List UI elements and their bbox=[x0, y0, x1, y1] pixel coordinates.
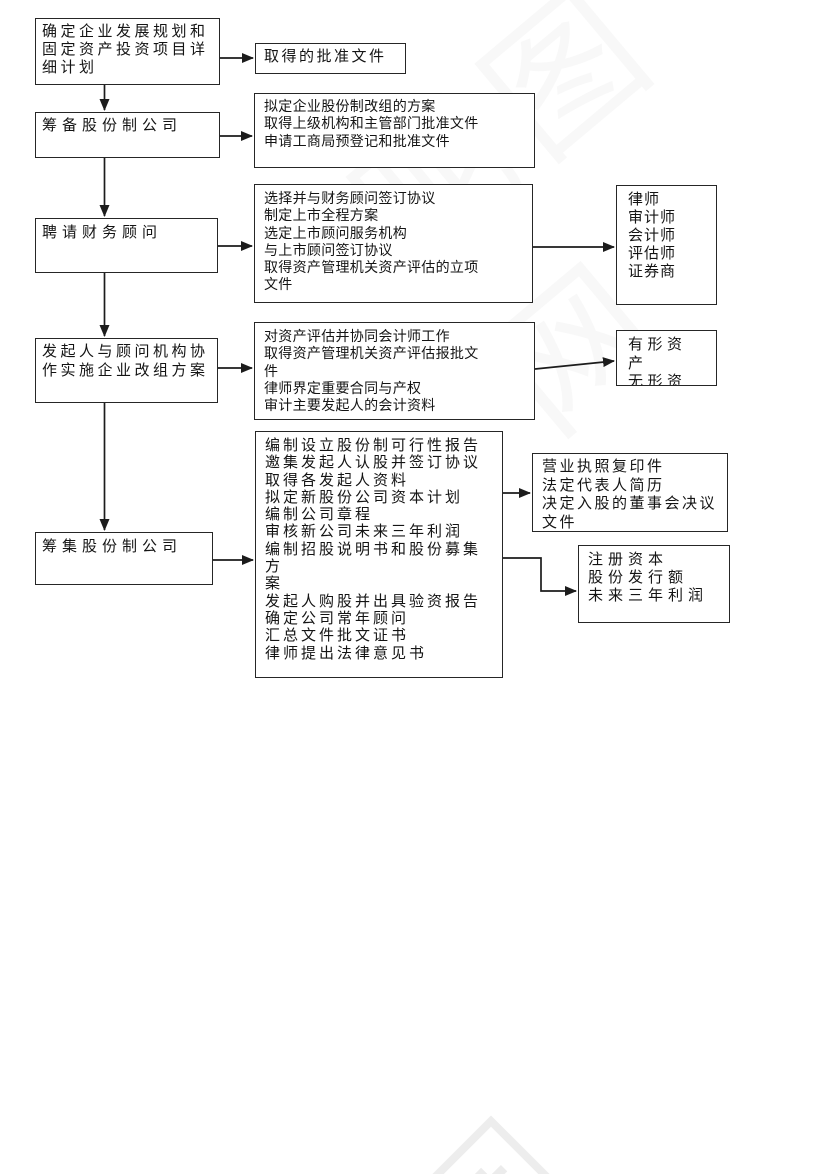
node-approval-docs: 取得的批准文件 bbox=[255, 43, 406, 74]
arrow-raise-tasks-to-capital-items bbox=[503, 557, 577, 596]
node-reorg-tasks: 对资产评估并协同会计师工作 取得资产管理机关资产评估报批文 件 律师界定重要合同… bbox=[254, 322, 535, 420]
node-prepare-tasks: 拟定企业股份制改组的方案 取得上级机构和主管部门批准文件 申请工商局预登记和批准… bbox=[254, 93, 535, 168]
node-hire-financial-advisor: 聘请财务顾问 bbox=[35, 218, 218, 273]
node-development-plan: 确定企业发展规划和 固定资产投资项目详 细计划 bbox=[35, 18, 220, 85]
arrow-reorg-tasks-to-asset-types bbox=[534, 357, 615, 370]
node-reorg-implementation: 发起人与顾问机构协 作实施企业改组方案 bbox=[35, 338, 218, 403]
node-prepare-company: 筹备股份制公司 bbox=[35, 112, 220, 158]
node-advisor-tasks: 选择并与财务顾问签订协议 制定上市全程方案 选定上市顾问服务机构 与上市顾问签订… bbox=[254, 184, 533, 303]
node-intermediaries: 律师 审计师 会计师 评估师 证券商 bbox=[616, 185, 717, 305]
node-asset-types: 有形资产 无形资产 bbox=[616, 330, 717, 386]
node-incorporation-docs: 营业执照复印件 法定代表人简历 决定入股的董事会决议 文件 bbox=[532, 453, 728, 532]
node-capital-items: 注册资本 股份发行额 未来三年利润 bbox=[578, 545, 730, 623]
node-raise-tasks: 编制设立股份制可行性报告 邀集发起人认股并签订协议 取得各发起人资料 拟定新股份… bbox=[255, 431, 503, 678]
node-raise-company: 筹集股份制公司 bbox=[35, 532, 213, 585]
